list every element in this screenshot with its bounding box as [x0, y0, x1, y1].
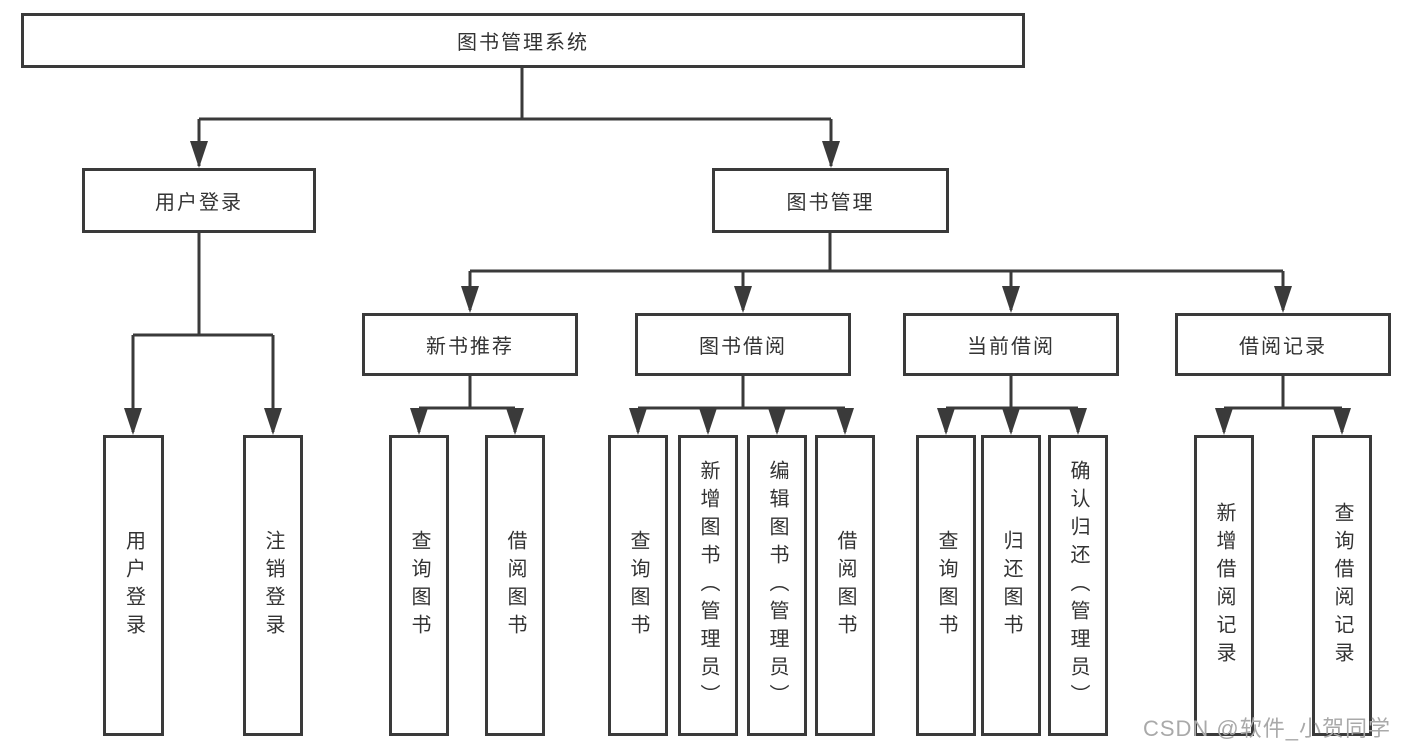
- leaf-records-query-borrow-record: 查询借阅记录: [1312, 435, 1372, 736]
- node-book-management: 图书管理: [712, 168, 949, 233]
- leaf-current-return-books: 归还图书: [981, 435, 1041, 736]
- leaf-logout: 注销登录: [243, 435, 303, 736]
- leaf-borrow-edit-books-admin: 编辑图书（管理员）: [747, 435, 807, 736]
- leaf-recommend-query-books: 查询图书: [389, 435, 449, 736]
- leaf-recommend-borrow-books: 借阅图书: [485, 435, 545, 736]
- leaf-records-add-borrow-record: 新增借阅记录: [1194, 435, 1254, 736]
- leaf-user-login: 用户登录: [103, 435, 164, 736]
- node-root: 图书管理系统: [21, 13, 1025, 68]
- arrowheads: [124, 141, 1351, 435]
- leaf-borrow-add-books-admin: 新增图书（管理员）: [678, 435, 738, 736]
- node-book-borrow: 图书借阅: [635, 313, 851, 376]
- leaf-borrow-query-books: 查询图书: [608, 435, 668, 736]
- node-borrow-records: 借阅记录: [1175, 313, 1391, 376]
- leaf-current-confirm-return-admin: 确认归还（管理员）: [1048, 435, 1108, 736]
- leaf-borrow-borrow-books: 借阅图书: [815, 435, 875, 736]
- watermark: CSDN @软件_小贺同学: [1142, 716, 1391, 741]
- node-current-borrow: 当前借阅: [903, 313, 1119, 376]
- node-new-book-recommend: 新书推荐: [362, 313, 578, 376]
- leaf-current-query-books: 查询图书: [916, 435, 976, 736]
- node-user-login: 用户登录: [82, 168, 316, 233]
